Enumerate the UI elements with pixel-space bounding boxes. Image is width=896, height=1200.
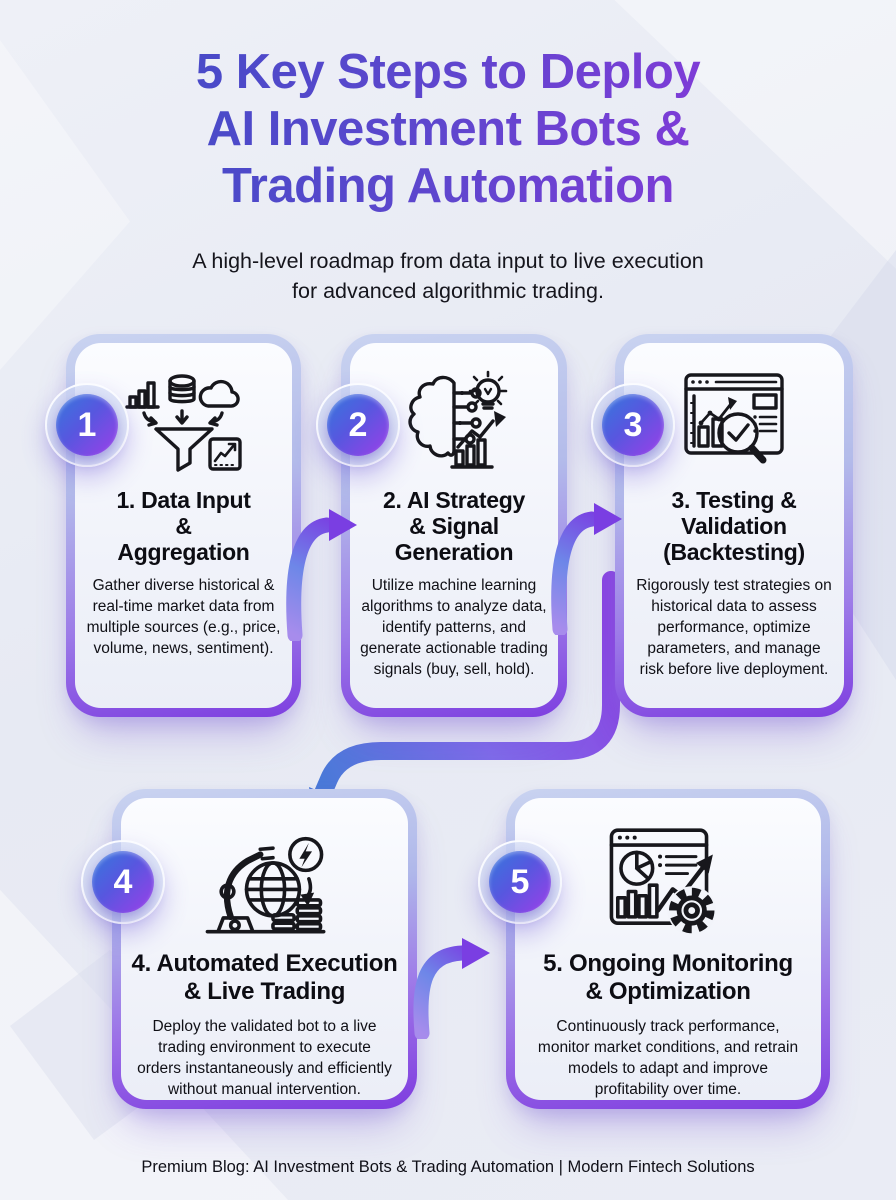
subtitle-line: for advanced algorithmic trading. xyxy=(292,279,604,303)
step-number: 1 xyxy=(56,394,118,456)
step-number-badge-4: 4 xyxy=(81,840,165,924)
step-number-badge-5: 5 xyxy=(478,840,562,924)
step-title: 2. AI Strategy & Signal Generation xyxy=(383,487,525,565)
step-number-badge-3: 3 xyxy=(591,383,675,467)
step-description: Continuously track performance, monitor … xyxy=(537,1018,799,1098)
step-number: 4 xyxy=(92,851,154,913)
monitoring-optimization-icon xyxy=(601,826,736,938)
automated-execution-icon xyxy=(197,826,332,938)
step-title: 4. Automated Execution & Live Trading xyxy=(131,950,398,1005)
step-title: 5. Ongoing Monitoring & Optimization xyxy=(543,950,793,1005)
title-line: Trading Automation xyxy=(222,159,674,213)
step-card-2: 2. AI Strategy & Signal Generation Utili… xyxy=(341,334,567,717)
step-description: Utilize machine learning algorithms to a… xyxy=(360,577,548,678)
backtesting-icon xyxy=(672,369,796,475)
title-line: AI Investment Bots & xyxy=(206,102,690,156)
connector-arrow-2-to-3 xyxy=(551,503,622,635)
step-description: Rigorously test strategies on historical… xyxy=(636,577,832,678)
connector-arrow-1-to-2 xyxy=(286,509,357,641)
step-card-5: 5. Ongoing Monitoring & Optimization Con… xyxy=(506,789,830,1109)
step-number: 5 xyxy=(489,851,551,913)
step-title: 3. Testing & Validation (Backtesting) xyxy=(663,487,805,565)
data-aggregation-icon xyxy=(122,369,246,475)
connector-arrow-4-to-5 xyxy=(413,938,490,1039)
step-title: 1. Data Input & Aggregation xyxy=(116,487,251,565)
step-description: Gather diverse historical & real-time ma… xyxy=(86,577,281,657)
page-subtitle: A high-level roadmap from data input to … xyxy=(0,246,896,306)
subtitle-line: A high-level roadmap from data input to … xyxy=(192,249,704,273)
step-number-badge-1: 1 xyxy=(45,383,129,467)
step-number: 3 xyxy=(602,394,664,456)
title-line: 5 Key Steps to Deploy xyxy=(195,45,701,99)
ai-strategy-icon xyxy=(392,369,516,475)
page-title: 5 Key Steps to Deploy AI Investment Bots… xyxy=(0,44,896,215)
step-description: Deploy the validated bot to a live tradi… xyxy=(137,1018,392,1098)
step-number-badge-2: 2 xyxy=(316,383,400,467)
step-number: 2 xyxy=(327,394,389,456)
step-card-4: 4. Automated Execution & Live Trading De… xyxy=(112,789,417,1109)
footer-credit: Premium Blog: AI Investment Bots & Tradi… xyxy=(141,1158,755,1176)
